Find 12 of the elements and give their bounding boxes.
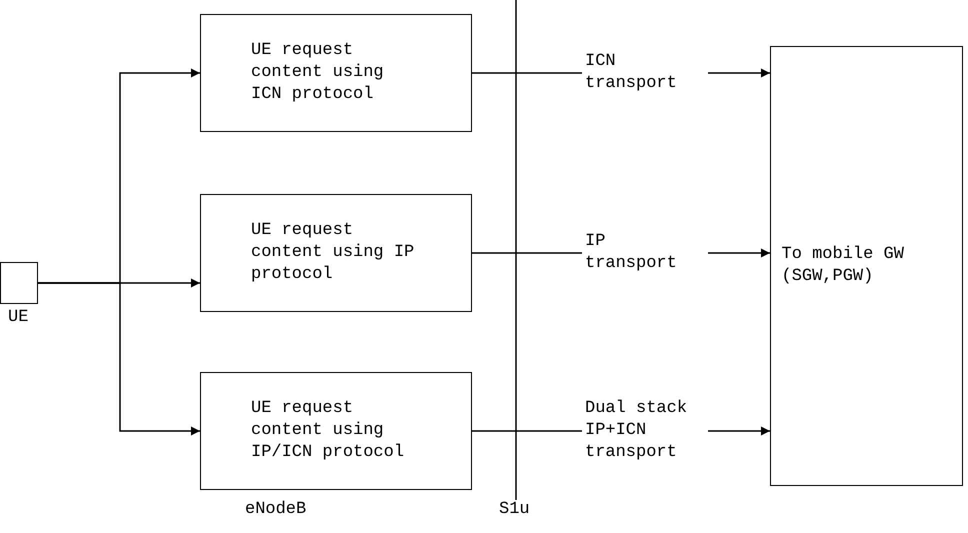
box-text: UE request content using ICN protocol [250, 40, 385, 106]
process-box [200, 14, 472, 132]
process-box [200, 372, 472, 490]
box-text: UE request content using IP/ICN protocol [250, 398, 406, 464]
process-box [200, 194, 472, 312]
device-box [0, 262, 38, 304]
box-text: To mobile GW (SGW,PGW) [780, 244, 905, 288]
process-box [770, 46, 963, 486]
arrow [38, 282, 200, 436]
box-text: UE request content using IP protocol [250, 220, 416, 286]
node-caption: UE [8, 308, 28, 328]
label-text: eNodeB [245, 500, 306, 519]
